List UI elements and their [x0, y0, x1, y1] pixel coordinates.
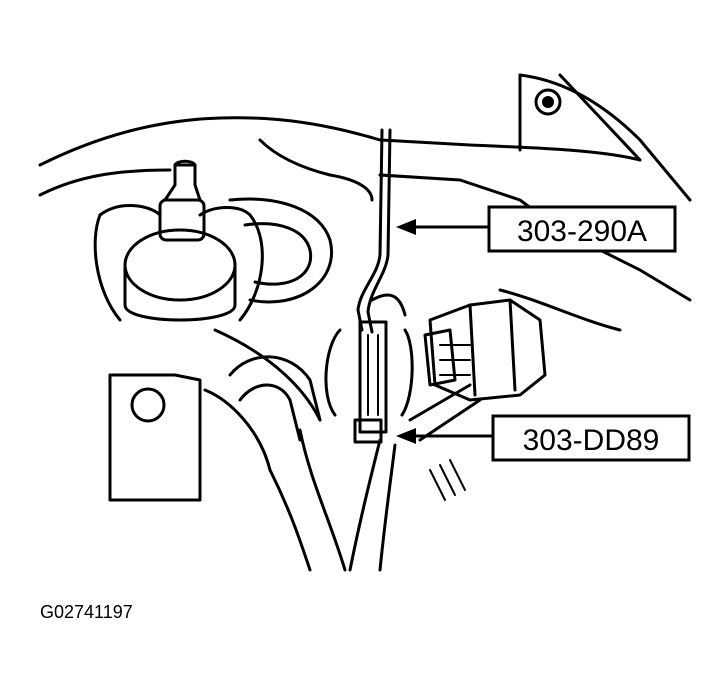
callout-arrow-303-290A	[396, 219, 490, 235]
hose	[228, 197, 347, 572]
callout-label-303-DD89: 303-DD89	[523, 424, 660, 457]
electrical-connector	[408, 298, 547, 442]
callout-label-303-290A: 303-290A	[517, 215, 647, 248]
bolt-head	[534, 88, 562, 116]
figure-id: G02741197	[40, 602, 133, 622]
wiring-harness	[348, 438, 466, 572]
callout-303-290A: 303-290A	[487, 205, 677, 253]
callout-arrow-303-DD89	[396, 428, 494, 444]
mounting-bracket	[108, 328, 322, 502]
tool-303-DD89	[324, 320, 414, 444]
left-sensor-assembly	[93, 159, 264, 322]
tool-303-290A	[356, 128, 407, 334]
callout-303-DD89: 303-DD89	[491, 414, 691, 462]
